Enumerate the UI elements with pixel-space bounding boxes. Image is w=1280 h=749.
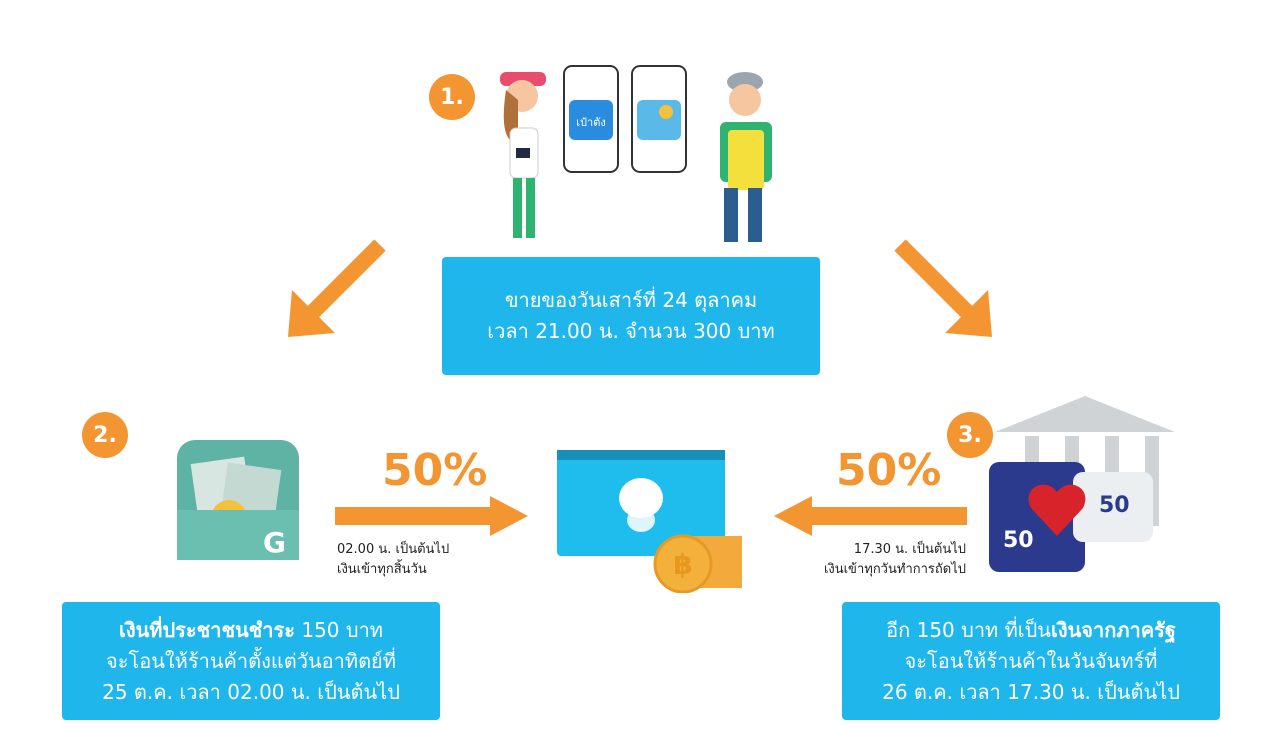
step-3-line-1: อีก 150 บาท ที่เป็นเงินจากภาครัฐ xyxy=(886,617,1176,642)
svg-text:50: 50 xyxy=(1099,493,1130,518)
svg-text:G: G xyxy=(263,526,286,559)
government-puzzle-icon: 50 50 xyxy=(989,396,1175,572)
customer-merchant-illustration: เป๋าตัง xyxy=(500,65,772,242)
g-wallet-app-icon: G xyxy=(177,440,299,560)
step-1-sale-box: ขายของวันเสาร์ที่ 24 ตุลาคม เวลา 21.00 น… xyxy=(442,257,820,375)
step-3-info-box: อีก 150 บาท ที่เป็นเงินจากภาครัฐ จะโอนให… xyxy=(842,602,1220,720)
step-3-note: 17.30 น. เป็นต้นไป เงินเข้าทุกวันทำการถั… xyxy=(770,540,966,580)
step-1-line-1: ขายของวันเสาร์ที่ 24 ตุลาคม xyxy=(504,288,758,312)
bank-logo-icon xyxy=(619,478,663,532)
step-3-note-2: เงินเข้าทุกวันทำการถัดไป xyxy=(823,562,966,577)
step-3-line-3: 26 ต.ค. เวลา 17.30 น. เป็นต้นไป xyxy=(882,679,1180,704)
step-3-percent: 50% xyxy=(836,445,942,496)
step-2-info-box: เงินที่ประชาชนชำระ 150 บาท จะโอนให้ร้านค… xyxy=(62,602,440,720)
coin-stack-icon: ฿ xyxy=(653,534,742,593)
step-2-line-2: จะโอนให้ร้านค้าตั้งแต่วันอาทิตย์ที่ xyxy=(106,648,396,673)
step-2-line-1: เงินที่ประชาชนชำระ 150 บาท xyxy=(119,617,383,642)
step-2-note-1: 02.00 น. เป็นต้นไป xyxy=(337,542,450,557)
step-2-badge: 2. xyxy=(82,412,128,458)
step-3-badge: 3. xyxy=(947,412,993,458)
step-2-line-3: 25 ต.ค. เวลา 02.00 น. เป็นต้นไป xyxy=(102,679,400,704)
step-3-line-2: จะโอนให้ร้านค้าในวันจันทร์ที่ xyxy=(904,648,1158,673)
step-1-badge: 1. xyxy=(429,74,475,120)
svg-text:เป๋าตัง: เป๋าตัง xyxy=(576,116,605,129)
arrow-right-icon xyxy=(335,496,528,536)
arrow-down-left-icon xyxy=(288,239,386,337)
phone-paotang-icon: เป๋าตัง xyxy=(563,65,619,173)
step-1-line-2: เวลา 21.00 น. จำนวน 300 บาท xyxy=(487,319,775,343)
arrow-left-icon xyxy=(774,496,967,536)
bank-account-icon: ฿ xyxy=(557,450,742,593)
svg-text:50: 50 xyxy=(1003,528,1034,553)
phone-merchant-app-icon xyxy=(631,65,687,173)
merchant-figure-icon xyxy=(720,72,772,242)
step-2-percent: 50% xyxy=(382,445,488,496)
step-2-note: 02.00 น. เป็นต้นไป เงินเข้าทุกสิ้นวัน xyxy=(337,540,449,580)
arrow-down-right-icon xyxy=(894,239,992,337)
step-3-note-1: 17.30 น. เป็นต้นไป xyxy=(853,542,966,557)
step-2-note-2: เงินเข้าทุกสิ้นวัน xyxy=(337,562,427,577)
svg-text:฿: ฿ xyxy=(673,548,692,581)
customer-figure-icon xyxy=(500,72,546,238)
